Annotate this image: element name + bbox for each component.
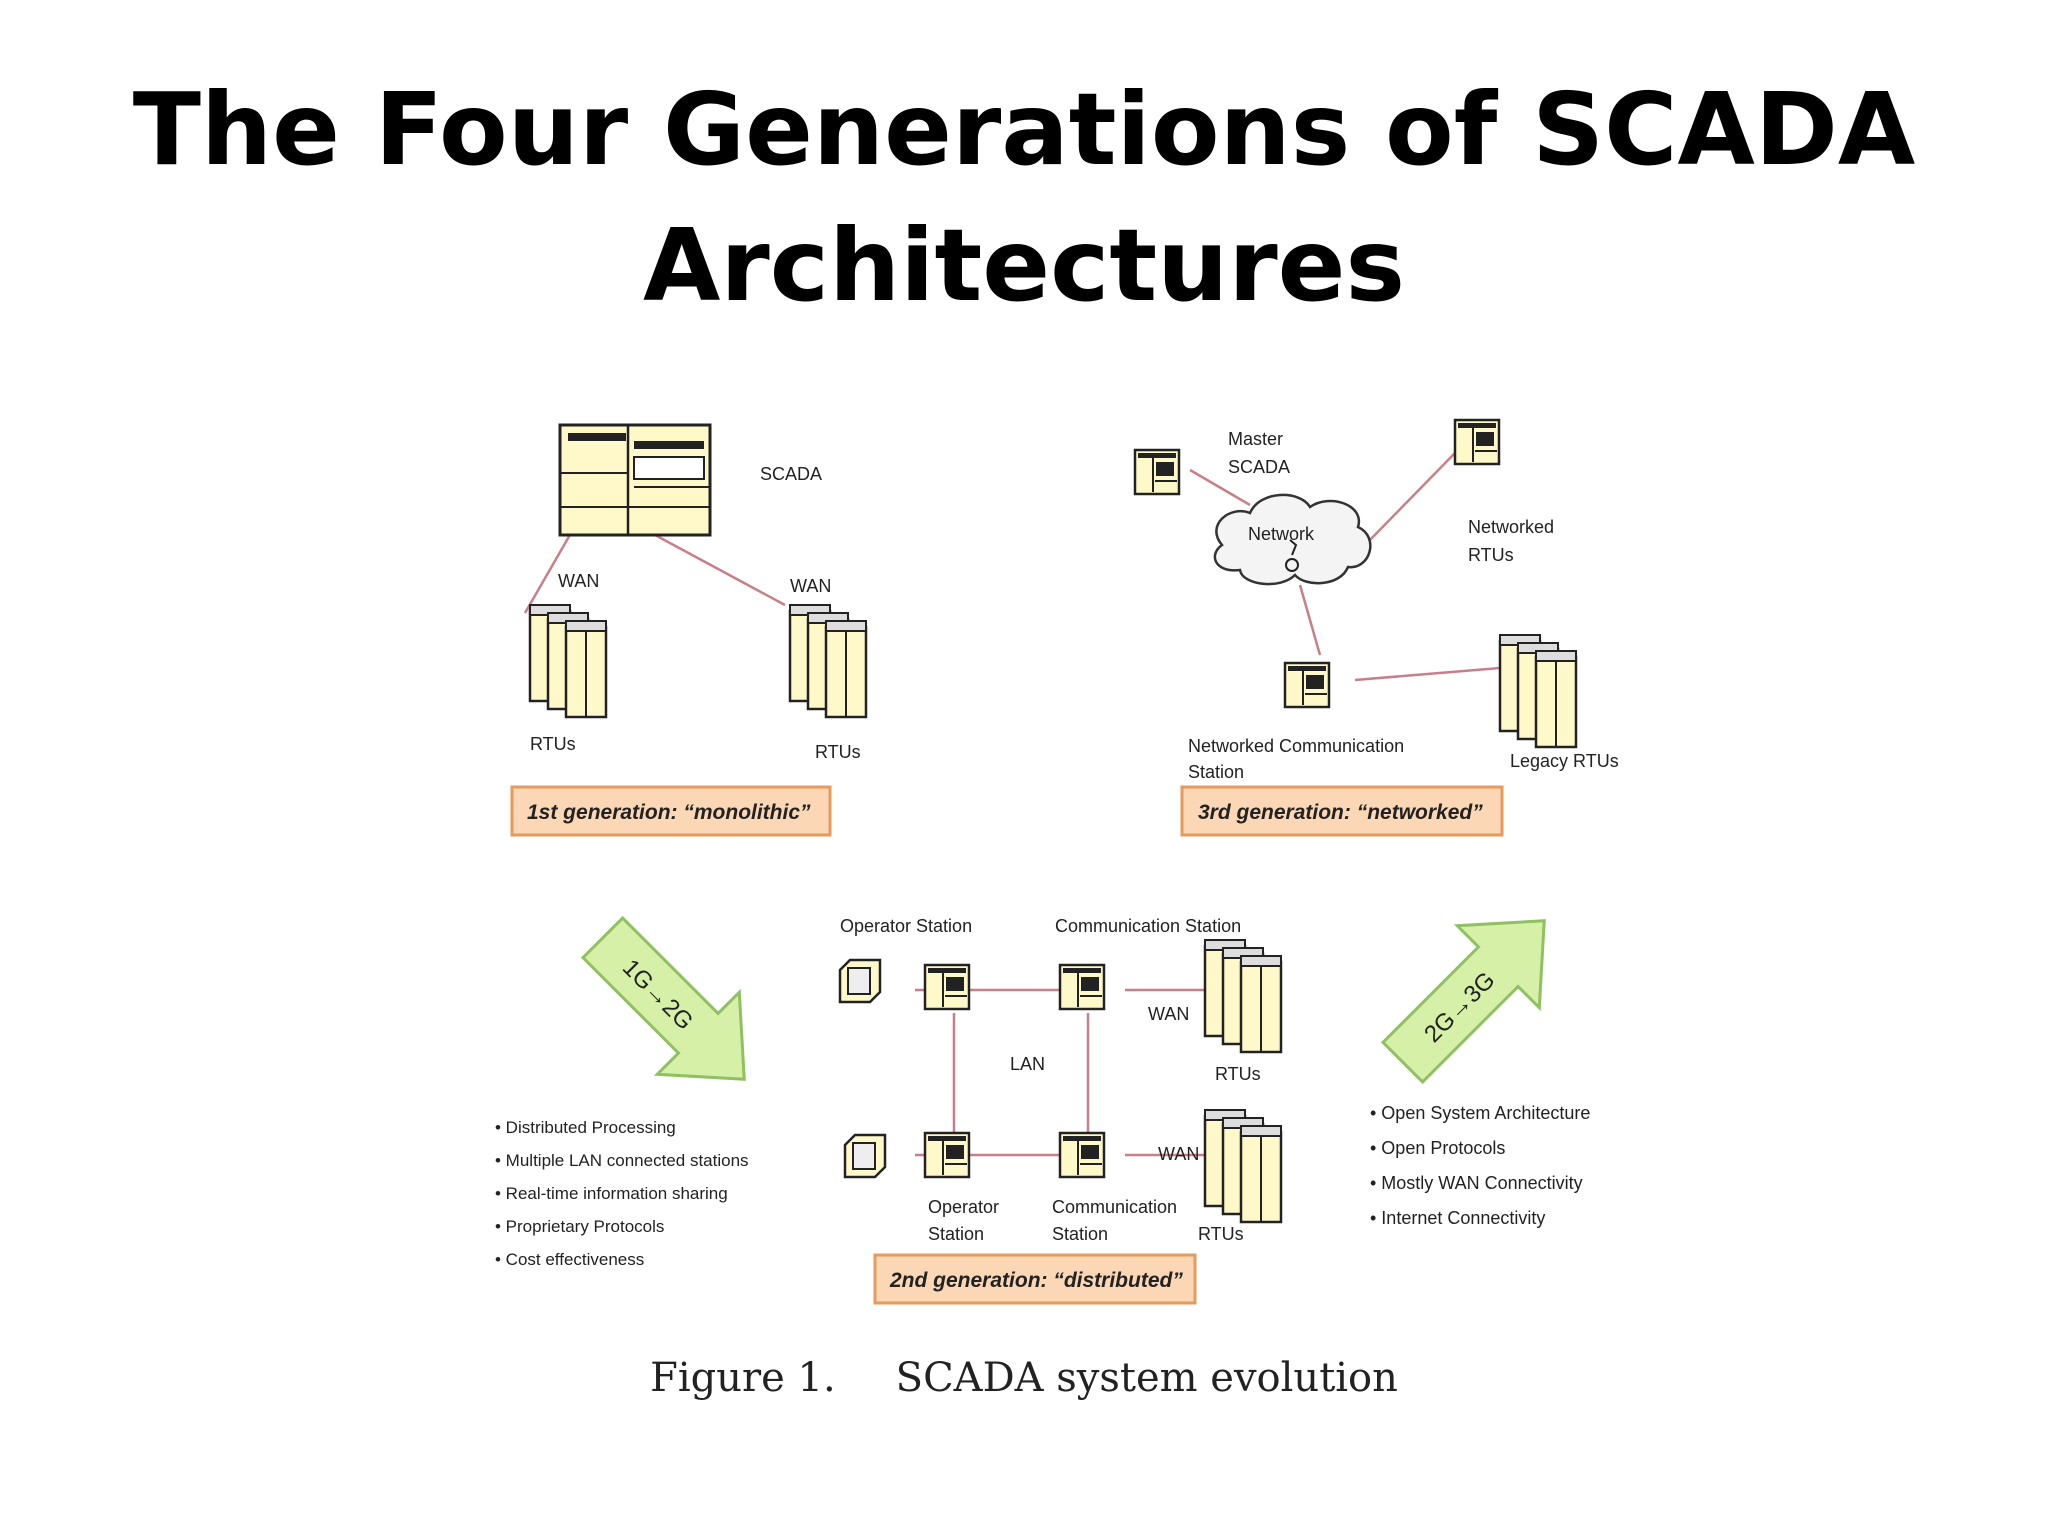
bullet-left-item: • Distributed Processing: [495, 1118, 676, 1137]
figure-number: Figure 1.: [650, 1355, 836, 1401]
slide-title: The Four Generations of SCADA Architectu…: [0, 62, 2048, 334]
gen3-master-label-2: SCADA: [1228, 457, 1290, 477]
gen3-comm-station-label-2: Station: [1188, 762, 1244, 782]
figure-caption: Figure 1. SCADA system evolution: [0, 1355, 2048, 1401]
bullet-right-item: • Open System Architecture: [1370, 1103, 1590, 1123]
title-line-2: Architectures: [642, 207, 1405, 324]
gen1-group: SCADA WAN WAN RTUs RTUs 1st generation: …: [510, 423, 868, 837]
gen1-scada-label: SCADA: [760, 464, 822, 484]
gen2-communication-station-bottom-label-1: Communication: [1052, 1197, 1177, 1217]
gen1-wan-label-right: WAN: [790, 576, 831, 596]
bullet-left-item: • Real-time information sharing: [495, 1184, 728, 1203]
gen2-operator-station-top-icon: [923, 963, 971, 1011]
figure-caption-text: SCADA system evolution: [895, 1355, 1398, 1401]
gen3-network-label: Network: [1248, 524, 1315, 544]
gen2-operator-station-bottom-label-2: Station: [928, 1224, 984, 1244]
gen2-group: Operator Station Communication Station W…: [838, 916, 1283, 1305]
gen2-operator-station-bottom-icon: [923, 1131, 971, 1179]
gen1-banner-text: 1st generation: “monolithic”: [527, 801, 811, 824]
gen3-legacy-rtus-icon: [1498, 633, 1578, 749]
gen2-operator-station-top-label: Operator Station: [840, 916, 972, 936]
gen2-banner-box: [873, 1253, 1197, 1305]
gen2-communication-station-top-label: Communication Station: [1055, 916, 1241, 936]
gen2-wan-top-label: WAN: [1148, 1004, 1189, 1024]
gen1-rtus-right-icon: [788, 603, 868, 719]
gen3-legacy-rtus-label: Legacy RTUs: [1510, 751, 1619, 771]
gen3-group: Master SCADA Network Networked RTUs Netw…: [1133, 418, 1619, 837]
gen2-banner-text: 2nd generation: “distributed”: [889, 1269, 1183, 1292]
bullet-right-item: • Open Protocols: [1370, 1138, 1505, 1158]
gen2-console-bottom-icon: [843, 1133, 887, 1179]
gen2-communication-station-top-icon: [1058, 963, 1106, 1011]
gen3-master-scada-icon: [1133, 448, 1181, 496]
gen3-banner-box: [1180, 785, 1504, 837]
gen1-wan-label-left: WAN: [558, 571, 599, 591]
gen2-wan-bottom-label: WAN: [1158, 1144, 1199, 1164]
gen1-scada-server-icon: [558, 423, 712, 537]
gen2-console-top-icon: [838, 958, 882, 1004]
bullet-left-item: • Cost effectiveness: [495, 1250, 644, 1269]
scada-evolution-diagram: SCADA WAN WAN RTUs RTUs 1st generation: …: [495, 418, 1619, 1305]
bullets-left: • Distributed Processing • Multiple LAN …: [495, 1118, 749, 1269]
bullet-left-item: • Proprietary Protocols: [495, 1217, 664, 1236]
title-line-1: The Four Generations of SCADA: [132, 71, 1916, 188]
gen2-communication-station-bottom-label-2: Station: [1052, 1224, 1108, 1244]
gen2-rtus-top-icon: [1203, 938, 1283, 1054]
gen3-network-cloud-icon: [1213, 493, 1372, 586]
bullet-right-item: • Mostly WAN Connectivity: [1370, 1173, 1583, 1193]
gen2-rtus-top-label: RTUs: [1215, 1064, 1261, 1084]
gen2-operator-station-bottom-label-1: Operator: [928, 1197, 999, 1217]
bullets-right: • Open System Architecture • Open Protoc…: [1370, 1103, 1590, 1228]
gen1-banner-box: [510, 785, 832, 837]
arrow-2g-to-3g: 2G→3G: [1380, 919, 1546, 1085]
gen3-comm-station-label-1: Networked Communication: [1188, 736, 1404, 756]
gen3-master-label-1: Master: [1228, 429, 1283, 449]
gen3-networked-rtu-icon: [1453, 418, 1501, 466]
bullet-left-item: • Multiple LAN connected stations: [495, 1151, 749, 1170]
gen2-lan-label: LAN: [1010, 1054, 1045, 1074]
bullet-right-item: • Internet Connectivity: [1370, 1208, 1545, 1228]
gen3-networked-rtus-label-1: Networked: [1468, 517, 1554, 537]
gen1-rtus-label-right: RTUs: [815, 742, 861, 762]
gen3-comm-station-icon: [1283, 661, 1331, 709]
gen2-communication-station-bottom-icon: [1058, 1131, 1106, 1179]
gen1-rtus-label-left: RTUs: [530, 734, 576, 754]
gen1-rtus-left-icon: [528, 603, 608, 719]
gen3-banner-text: 3rd generation: “networked”: [1198, 801, 1483, 824]
arrow-1g-to-2g: 1G→2G: [580, 915, 746, 1081]
gen2-rtus-bottom-label: RTUs: [1198, 1224, 1244, 1244]
gen3-networked-rtus-label-2: RTUs: [1468, 545, 1514, 565]
gen2-rtus-bottom-icon: [1203, 1108, 1283, 1224]
